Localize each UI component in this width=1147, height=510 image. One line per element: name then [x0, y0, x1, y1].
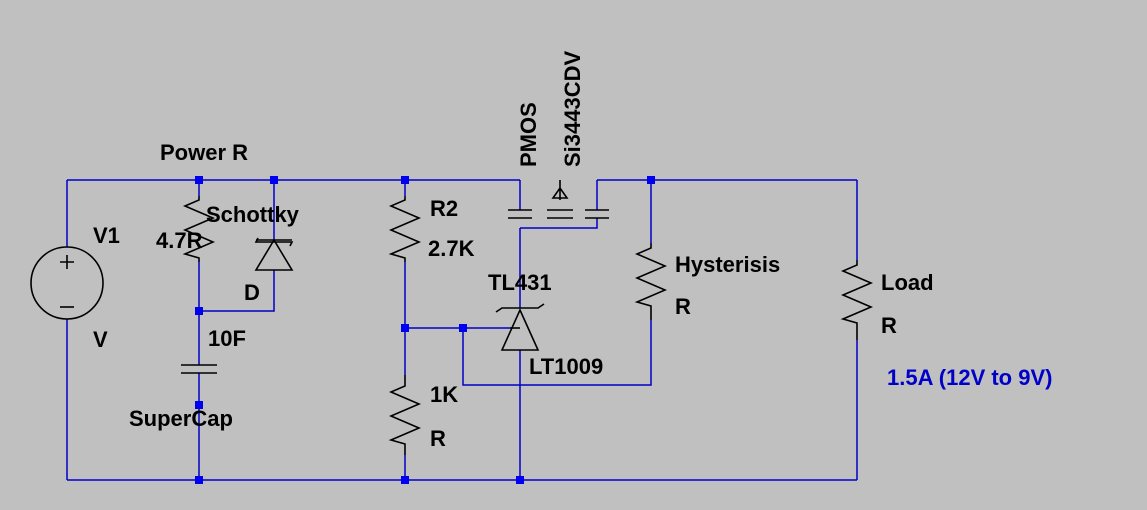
hysteresis-name-label: Hysterisis [675, 252, 780, 277]
resistor-hysteresis-icon[interactable] [634, 243, 668, 320]
junctions [195, 176, 655, 484]
junction [401, 176, 409, 184]
voltage-source-icon [30, 246, 104, 320]
tl431-name-label: TL431 [488, 270, 552, 295]
load-current-note: 1.5A (12V to 9V) [887, 365, 1052, 390]
pmos-part-label: Si3443CDV [560, 50, 585, 167]
junction [401, 476, 409, 484]
junction [195, 176, 203, 184]
wire-gate [520, 218, 598, 229]
tl431-triangle-icon [500, 308, 540, 351]
pmos-channel-mid-icon [547, 209, 573, 219]
junction [270, 176, 278, 184]
diode-bar-icon [254, 237, 294, 247]
junction [195, 476, 203, 484]
r1k-name-label: 1K [430, 382, 458, 407]
labels: Power R V1 V 4.7R Schottky D 10F SuperCa… [93, 50, 1052, 451]
junction [195, 307, 203, 315]
load-value-label: R [881, 313, 897, 338]
power-resistor-value-label: 4.7R [156, 228, 203, 253]
tl431-shunt-reference[interactable] [495, 303, 545, 351]
junction [195, 401, 203, 409]
schottky-diode[interactable] [254, 237, 294, 271]
tl431-cathode-bar-icon [495, 303, 545, 313]
v1-value-label: V [93, 327, 108, 352]
pmos-transistor[interactable] [508, 180, 609, 219]
schottky-value-label: D [244, 280, 260, 305]
pmos-type-label: PMOS [516, 102, 541, 167]
cap-value-label: 10F [208, 326, 246, 351]
pmos-body-icon [551, 180, 569, 200]
r2-name-label: R2 [430, 196, 458, 221]
cap-name-label: SuperCap [129, 406, 233, 431]
resistor-r2-icon[interactable] [388, 196, 422, 262]
plus-sign-icon [60, 255, 74, 269]
junction [516, 476, 524, 484]
pmos-channel-right-icon [585, 209, 609, 219]
diode-triangle-icon [254, 238, 294, 271]
supercap-capacitor[interactable] [181, 364, 217, 374]
tl431-part-label: LT1009 [529, 354, 603, 379]
load-name-label: Load [881, 270, 934, 295]
power-rail-label: Power R [160, 140, 248, 165]
junction [401, 324, 409, 332]
junction [459, 324, 467, 332]
resistor-1k-icon[interactable] [388, 375, 422, 455]
pmos-channel-left-icon [508, 209, 532, 219]
voltage-source-v1[interactable] [30, 246, 104, 320]
hysteresis-value-label: R [675, 294, 691, 319]
v1-name-label: V1 [93, 223, 120, 248]
r2-value-label: 2.7K [428, 236, 475, 261]
resistor-load-icon[interactable] [840, 260, 874, 340]
resistor-power-icon[interactable] [182, 196, 216, 262]
junction [647, 176, 655, 184]
r1k-value-label: R [430, 426, 446, 451]
schottky-name-label: Schottky [206, 202, 300, 227]
wire-diode-bottom [199, 270, 275, 312]
wire-ref-node [405, 320, 652, 386]
